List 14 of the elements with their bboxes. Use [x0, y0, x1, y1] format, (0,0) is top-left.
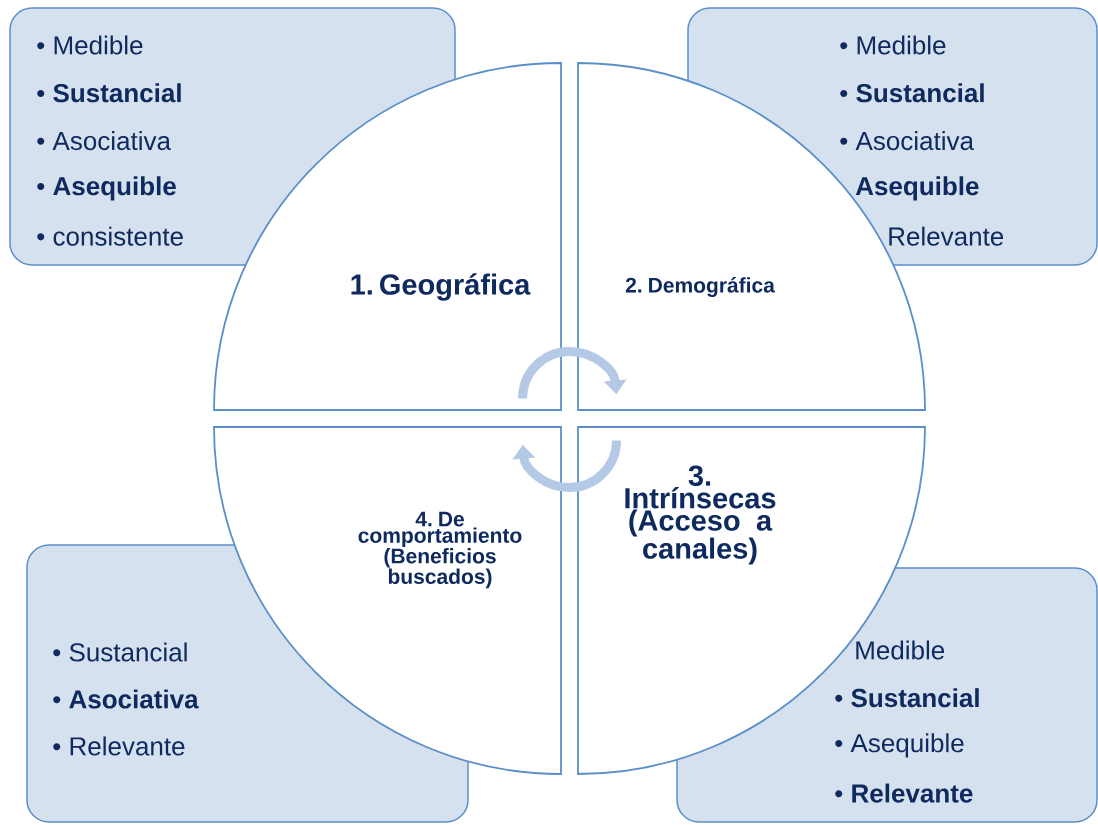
list-item: • Relevante: [53, 736, 185, 756]
list-item: • Asociativa: [53, 689, 199, 709]
list-item: • Medible: [37, 35, 143, 55]
list-item: • Asequible: [37, 176, 176, 201]
cycle-arrow: [518, 347, 627, 399]
quadrant: 1. Geográfica: [213, 62, 562, 411]
list-item: • Sustancial: [53, 642, 187, 662]
list-item: • Medible: [840, 35, 946, 55]
list-item: • Relevante: [835, 783, 973, 803]
list-item: • Asociativa: [37, 131, 171, 151]
list-item: • consistente: [37, 226, 183, 246]
list-item: • Sustancial: [37, 83, 181, 103]
quadrant: 4. De comportamiento (Beneficios buscados): [213, 426, 562, 775]
cycle-arrow: [512, 440, 621, 492]
